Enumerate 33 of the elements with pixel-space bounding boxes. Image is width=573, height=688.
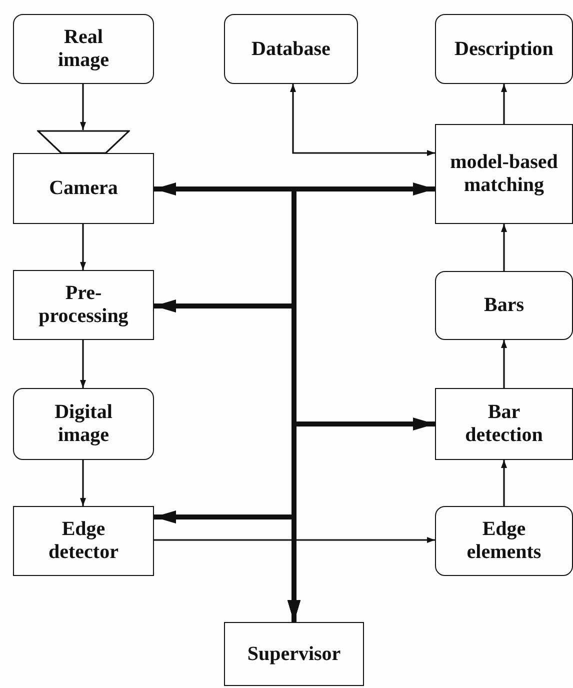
arrow bbox=[80, 460, 86, 506]
arrow bbox=[290, 84, 435, 156]
box-label: Real image bbox=[56, 26, 110, 72]
process-box bbox=[224, 622, 364, 686]
box-label: Bars bbox=[484, 294, 524, 317]
arrow bbox=[80, 84, 86, 130]
arrow bbox=[80, 224, 86, 270]
box-label: Camera bbox=[49, 177, 118, 200]
process-box bbox=[13, 388, 154, 460]
box-label: Edge elements bbox=[466, 518, 542, 564]
arrow bbox=[501, 460, 507, 506]
box-label: Bar detection bbox=[464, 401, 544, 447]
arrow bbox=[80, 340, 86, 388]
arrow bbox=[501, 224, 507, 271]
process-box bbox=[435, 506, 573, 576]
process-box bbox=[435, 14, 573, 84]
arrow bbox=[501, 84, 507, 124]
box-label: Digital image bbox=[54, 401, 114, 447]
process-box bbox=[13, 14, 154, 84]
arrow bbox=[501, 340, 507, 388]
box-label: Description bbox=[454, 38, 554, 60]
box-label: model-based matching bbox=[449, 151, 559, 197]
arrow bbox=[154, 537, 435, 543]
process-box bbox=[13, 506, 154, 576]
box-label: Pre-processing bbox=[38, 282, 130, 328]
process-box bbox=[435, 124, 573, 224]
process-box bbox=[224, 14, 358, 84]
process-box bbox=[13, 270, 154, 340]
box-label: Database bbox=[252, 38, 330, 60]
process-box bbox=[435, 388, 573, 460]
box-label: Supervisor bbox=[247, 642, 341, 666]
process-box bbox=[435, 271, 573, 340]
box-label: Edge detector bbox=[48, 518, 120, 564]
